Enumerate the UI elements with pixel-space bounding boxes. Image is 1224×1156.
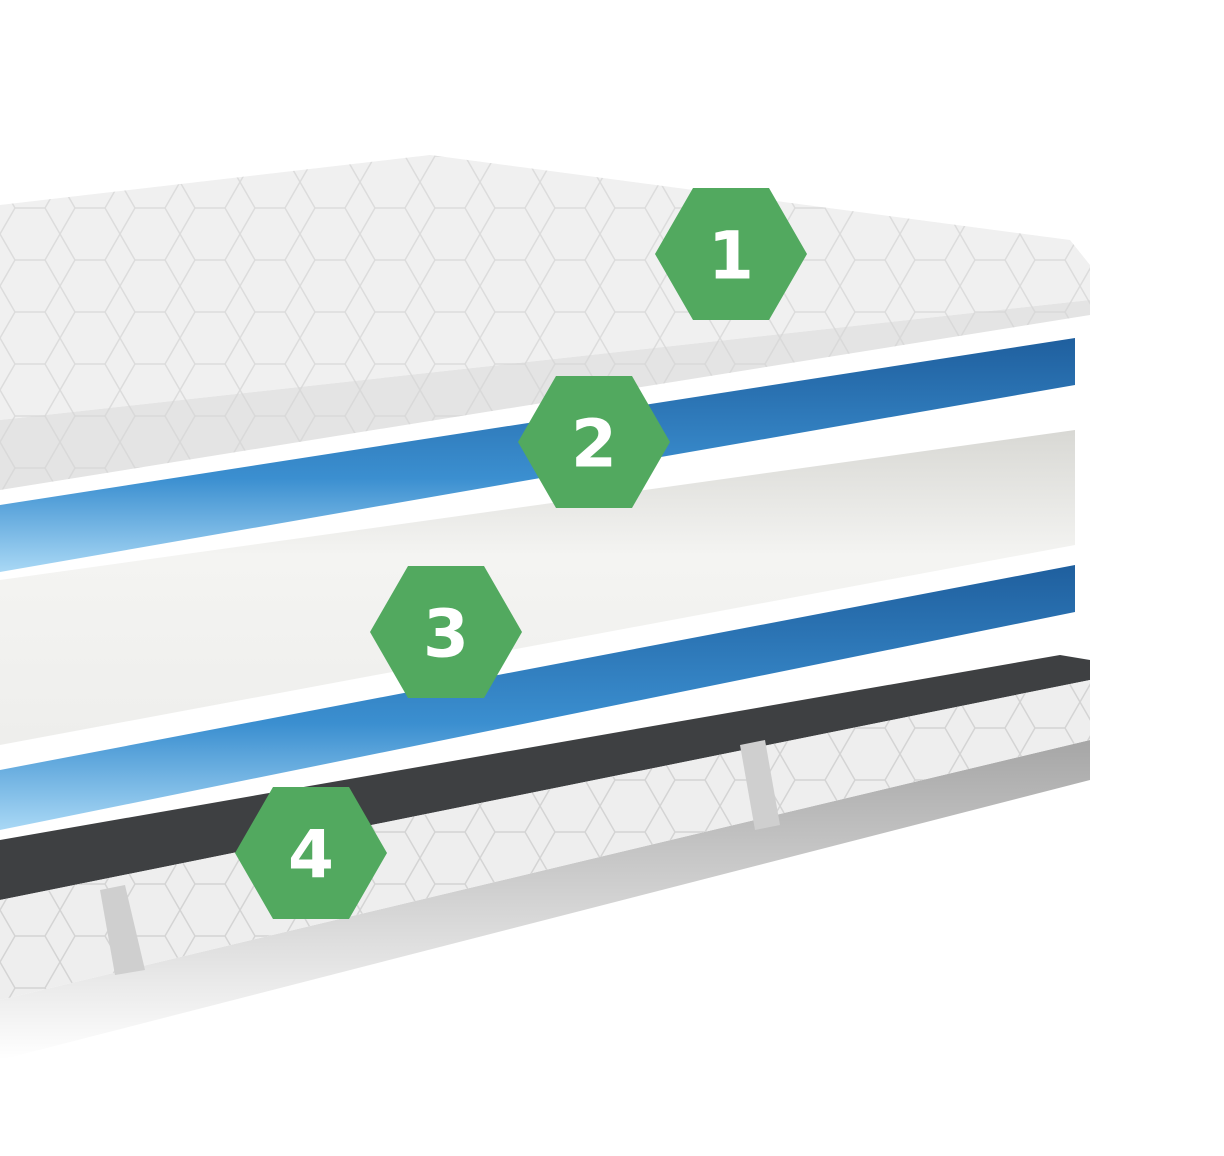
- hexagon-badge-icon: [518, 376, 670, 508]
- badge-number: 1: [708, 218, 754, 295]
- hexagon-badge-icon: [370, 566, 522, 698]
- layer-cover: [0, 155, 1090, 490]
- badge-number: 3: [423, 596, 469, 673]
- base-handle: [740, 740, 780, 830]
- hexagon-badge-icon: [655, 188, 807, 320]
- layer-white-profiled-foam: [0, 430, 1075, 745]
- base-shadow: [0, 740, 1090, 1060]
- hexagon-badge-icon: [235, 787, 387, 919]
- badge-number: 2: [571, 406, 617, 483]
- layer-badge-4: 4: [235, 787, 387, 919]
- base-handle: [100, 885, 145, 975]
- layer-badge-2: 2: [518, 376, 670, 508]
- badge-number: 4: [288, 817, 334, 894]
- layer-badge-1: 1: [655, 188, 807, 320]
- layer-blue-foam-bottom: [0, 565, 1075, 830]
- layer-badge-3: 3: [370, 566, 522, 698]
